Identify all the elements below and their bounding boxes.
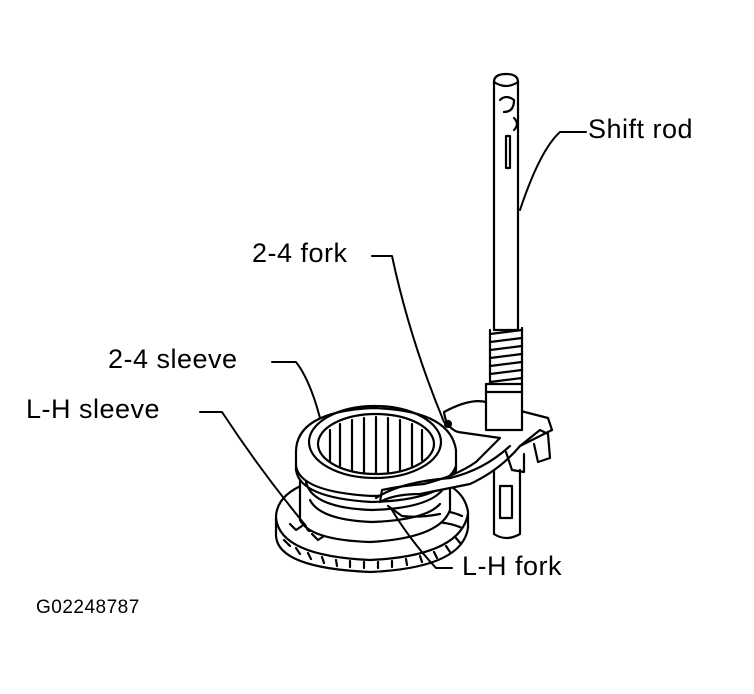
figure-id: G02248787 [36, 597, 140, 618]
label-shift-rod: Shift rod [588, 114, 694, 144]
shift-rod-part [484, 72, 524, 540]
leader-l-h-fork [391, 509, 453, 569]
label-l-h-sleeve: L-H sleeve [26, 394, 161, 424]
leader-l-h-sleeve [199, 411, 307, 527]
leader-lines [199, 131, 587, 569]
label-2-4-sleeve: 2-4 sleeve [108, 344, 238, 374]
leader-2-4-sleeve [271, 361, 321, 419]
leader-2-4-fork [371, 255, 445, 423]
leader-shift-rod [519, 131, 587, 211]
sleeve-2-4-part [294, 404, 458, 544]
label-2-4-fork: 2-4 fork [252, 238, 348, 268]
label-l-h-fork: L-H fork [462, 551, 563, 581]
